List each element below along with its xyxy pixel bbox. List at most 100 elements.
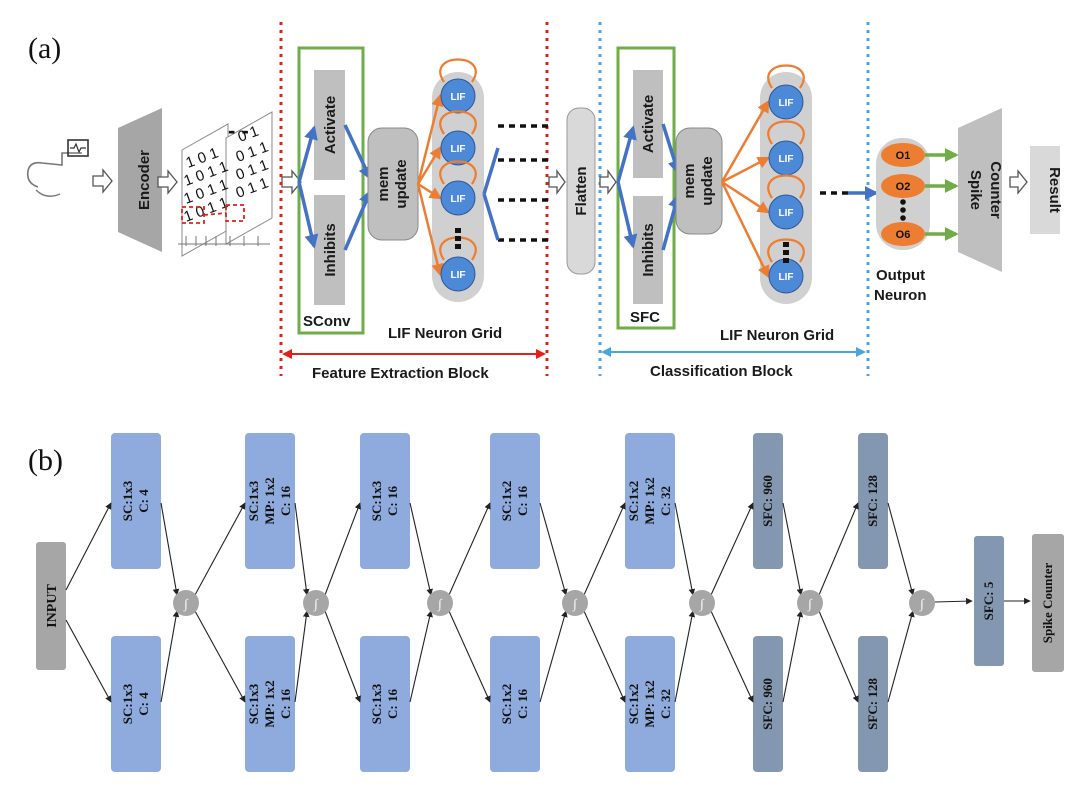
input-label: INPUT	[45, 584, 60, 628]
dotted-connectors-1	[498, 124, 548, 242]
lif1-self-loop	[439, 160, 477, 185]
flow-arrow	[294, 502, 310, 596]
lif1-ellipsis-dot	[455, 228, 461, 233]
lif1-self-loop	[439, 58, 477, 83]
result-block: Result	[1030, 146, 1063, 234]
top-row-layer-1-label: C: 4	[136, 489, 151, 513]
bottom-row-layer-3-label: C: 16	[385, 689, 400, 719]
bottom-row-layer-1-label: SC:1x3	[120, 683, 135, 724]
mem-update-block-2: mem update	[675, 127, 723, 235]
bottom-row-layer-6-label: SFC: 960	[760, 678, 775, 730]
top-row-layer-6	[753, 433, 783, 569]
bottom-row-layer-6	[753, 636, 783, 772]
encoder-label: Encoder	[136, 150, 153, 210]
top-row-layer-4	[490, 433, 540, 569]
flow-arrow	[818, 502, 859, 596]
hollow-arrow-2	[157, 169, 178, 195]
output-o2-label: O2	[896, 181, 911, 193]
flow-arrow	[324, 502, 361, 596]
bottom-row-layer-2-label: MP: 1x2	[262, 680, 277, 727]
lif1-input-arrow	[416, 183, 444, 277]
flow-arrow	[539, 502, 568, 596]
top-row-layer-4-label: SC:1x2	[499, 481, 514, 521]
flow-arrow	[194, 502, 246, 596]
output-o6-label: O6	[896, 229, 911, 241]
lif-grid-label-2: LIF Neuron Grid	[720, 327, 834, 344]
lif2-self-loop	[767, 238, 805, 263]
lif2-neuron	[768, 84, 804, 120]
top-row-layer-7	[858, 433, 888, 569]
flow-arrow	[887, 610, 915, 703]
lif1-input-arrow	[417, 182, 443, 200]
encoder-block: Encoder	[118, 108, 162, 252]
hollow-arrow-6	[1009, 169, 1028, 195]
mem-update-2-label-2: update	[699, 156, 716, 205]
sfc-label: SFC	[630, 309, 660, 326]
bottom-row-layer-3-label: SC:1x3	[369, 683, 384, 724]
flow-arrow	[539, 610, 568, 703]
spike-counter-output-block	[1032, 534, 1064, 672]
merge-node-6	[797, 590, 823, 616]
bottom-row-layer-3	[360, 636, 410, 772]
flow-arrow	[710, 502, 754, 596]
sfc-block: Activate Inhibits SFC	[616, 46, 676, 330]
sconv-label: SConv	[303, 313, 351, 330]
final-sfc-label: SFC: 5	[981, 581, 996, 620]
flow-arrow	[818, 610, 859, 703]
bottom-row-layer-1	[111, 636, 161, 772]
lif2-neuron-label: LIF	[779, 272, 794, 283]
top-row-layer-3-label: C: 16	[385, 486, 400, 516]
lif1-neuron-label: LIF	[451, 92, 466, 103]
merge-node-4	[562, 590, 588, 616]
mem-update-block: mem update	[367, 127, 419, 241]
flow-arrow	[934, 597, 973, 605]
flow-arrow	[160, 502, 180, 596]
bottom-row-layer-5	[625, 636, 675, 772]
top-row-layer-2-label: SC:1x3	[246, 480, 261, 521]
bottom-row-layer-7	[858, 636, 888, 772]
flow-arrow	[674, 502, 696, 596]
top-row-layer-5-label: C: 32	[658, 486, 673, 516]
bottom-row-layer-1-label: C: 4	[136, 692, 151, 716]
matrix-dashes: - -	[228, 118, 249, 143]
flow-arrow	[710, 610, 754, 703]
output-o1-label: O1	[896, 150, 911, 162]
flow-arrow	[583, 610, 626, 703]
lif1-input-arrow	[416, 145, 442, 185]
panel-a-label: (a)	[28, 32, 61, 65]
lif2-input-arrow	[721, 156, 771, 184]
bottom-row-layer-5-label: SC:1x2	[626, 684, 641, 724]
flow-arrow	[448, 502, 491, 596]
lif2-input-arrow	[720, 99, 770, 183]
lif1-neuron-label: LIF	[451, 194, 466, 205]
bottom-row-layer-4-label: C: 16	[515, 689, 530, 719]
lif2-ellipsis-dot	[783, 250, 789, 255]
top-row-layer-3	[360, 433, 410, 569]
merge-node-symbol: ∫	[807, 596, 813, 612]
bottom-row-layer-2	[245, 636, 295, 772]
sfc-inhibits-label: Inhibits	[640, 223, 657, 276]
merge-node-3	[427, 590, 453, 616]
output-neuron-o2	[881, 174, 925, 198]
flow-arrow	[782, 610, 804, 703]
lif2-input-arrow	[721, 180, 771, 214]
merge-node-5	[689, 590, 715, 616]
lif1-neuron-label: LIF	[451, 144, 466, 155]
lif1-neuron	[440, 256, 476, 292]
panel-b-label: (b)	[28, 444, 63, 477]
top-row-layer-3-label: SC:1x3	[369, 480, 384, 521]
flatten-block: Flatten	[566, 107, 596, 275]
bottom-row-layer-5-label: C: 32	[658, 689, 673, 719]
lif2-self-loop	[767, 64, 805, 89]
flow-arrow	[409, 502, 433, 596]
merge-node-symbol: ∫	[699, 596, 705, 612]
input-block	[36, 542, 66, 670]
lif2-neuron	[768, 194, 804, 230]
sconv-inhibits-label: Inhibits	[322, 223, 339, 276]
output-neurons: O1 O2 O6 Output Neuron	[874, 138, 930, 304]
bottom-row-layer-2-label: SC:1x3	[246, 683, 261, 724]
